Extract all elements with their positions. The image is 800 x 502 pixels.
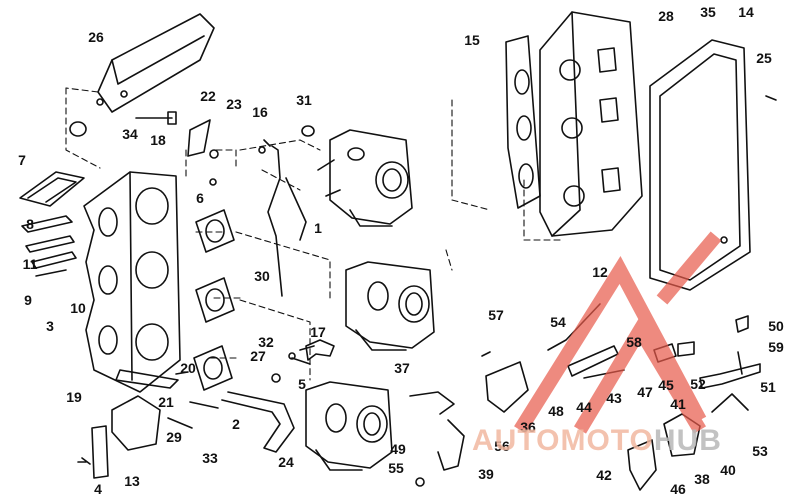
part-number-label: 49 <box>390 441 406 457</box>
part-number-label: 48 <box>548 403 564 419</box>
part-number-label: 6 <box>196 190 204 206</box>
part-number-label: 41 <box>670 396 686 412</box>
part-number-label: 43 <box>606 390 622 406</box>
part-number-label: 9 <box>24 292 32 308</box>
carburetor-middle <box>345 261 435 351</box>
part-number-label: 57 <box>488 307 504 323</box>
part-number-label: 20 <box>180 360 196 376</box>
part-number-label: 29 <box>166 429 182 445</box>
part-number-label: 18 <box>150 132 166 148</box>
part-number-label: 36 <box>520 419 536 435</box>
fuel-pump-part <box>485 361 529 413</box>
part-number-label: 3 <box>46 318 54 334</box>
carburetor-lower <box>305 381 393 471</box>
part-number-label: 16 <box>252 104 268 120</box>
carburetor-upper <box>317 129 413 227</box>
part-number-label: 53 <box>752 443 768 459</box>
part-number-label: 35 <box>700 4 716 20</box>
part-number-label: 59 <box>768 339 784 355</box>
part-number-label: 42 <box>596 467 612 483</box>
part-number-label: 10 <box>70 300 86 316</box>
part-number-label: 7 <box>18 152 26 168</box>
part-number-label: 58 <box>626 334 642 350</box>
fuel-hose-part <box>221 391 295 453</box>
part-number-label: 45 <box>658 377 674 393</box>
part-number-label: 5 <box>298 376 306 392</box>
part-number-label: 8 <box>26 216 34 232</box>
part-number-label: 33 <box>202 450 218 466</box>
part-number-label: 55 <box>388 460 404 476</box>
part-number-label: 17 <box>310 324 326 340</box>
part-number-label: 32 <box>258 334 274 350</box>
cover-gasket-part <box>505 35 541 209</box>
part-number-label: 30 <box>254 268 270 284</box>
outer-cover-part <box>649 39 751 291</box>
plug-part <box>69 121 87 137</box>
part-number-label: 28 <box>658 8 674 24</box>
part-number-label: 47 <box>637 384 653 400</box>
part-number-label: 11 <box>22 256 38 272</box>
intake-manifold-part <box>83 171 181 393</box>
part-number-label: 24 <box>278 454 294 470</box>
part-number-label: 54 <box>550 314 566 330</box>
part-number-label: 38 <box>694 471 710 487</box>
inner-cover-plate-part <box>539 11 643 237</box>
part-number-label: 23 <box>226 96 242 112</box>
part-number-label: 4 <box>94 481 102 497</box>
watermark-accent: HUB <box>653 424 722 457</box>
mounting-bracket-part <box>111 395 161 451</box>
part-number-label: 44 <box>576 399 592 415</box>
part-number-label: 21 <box>158 394 174 410</box>
part-number-label: 51 <box>760 379 776 395</box>
part-number-label: 39 <box>478 466 494 482</box>
part-number-label: 25 <box>756 50 772 66</box>
carburetor-gaskets <box>193 209 235 391</box>
part-number-label: 40 <box>720 462 736 478</box>
part-number-label: 34 <box>122 126 138 142</box>
watermark-main: AUTOMOTO <box>472 424 654 457</box>
part-number-label: 15 <box>464 32 480 48</box>
part-number-label: 1 <box>314 220 322 236</box>
part-number-label: 13 <box>124 473 140 489</box>
part-number-label: 2 <box>232 416 240 432</box>
part-number-label: 46 <box>670 481 686 497</box>
part-number-label: 14 <box>738 4 754 20</box>
part-number-label: 31 <box>296 92 312 108</box>
watermark: AUTOMOTOHUB <box>472 424 722 458</box>
part-number-label: 37 <box>394 360 410 376</box>
part-number-label: 26 <box>88 29 104 45</box>
part-number-label: 12 <box>592 264 608 280</box>
part-number-label: 52 <box>690 376 706 392</box>
part-number-label: 19 <box>66 389 82 405</box>
part-number-label: 50 <box>768 318 784 334</box>
part-number-label: 27 <box>250 348 266 364</box>
part-number-label: 22 <box>200 88 216 104</box>
part-number-label: 56 <box>494 438 510 454</box>
linkage-rod-part <box>267 145 283 297</box>
reed-plate-part <box>19 171 85 207</box>
